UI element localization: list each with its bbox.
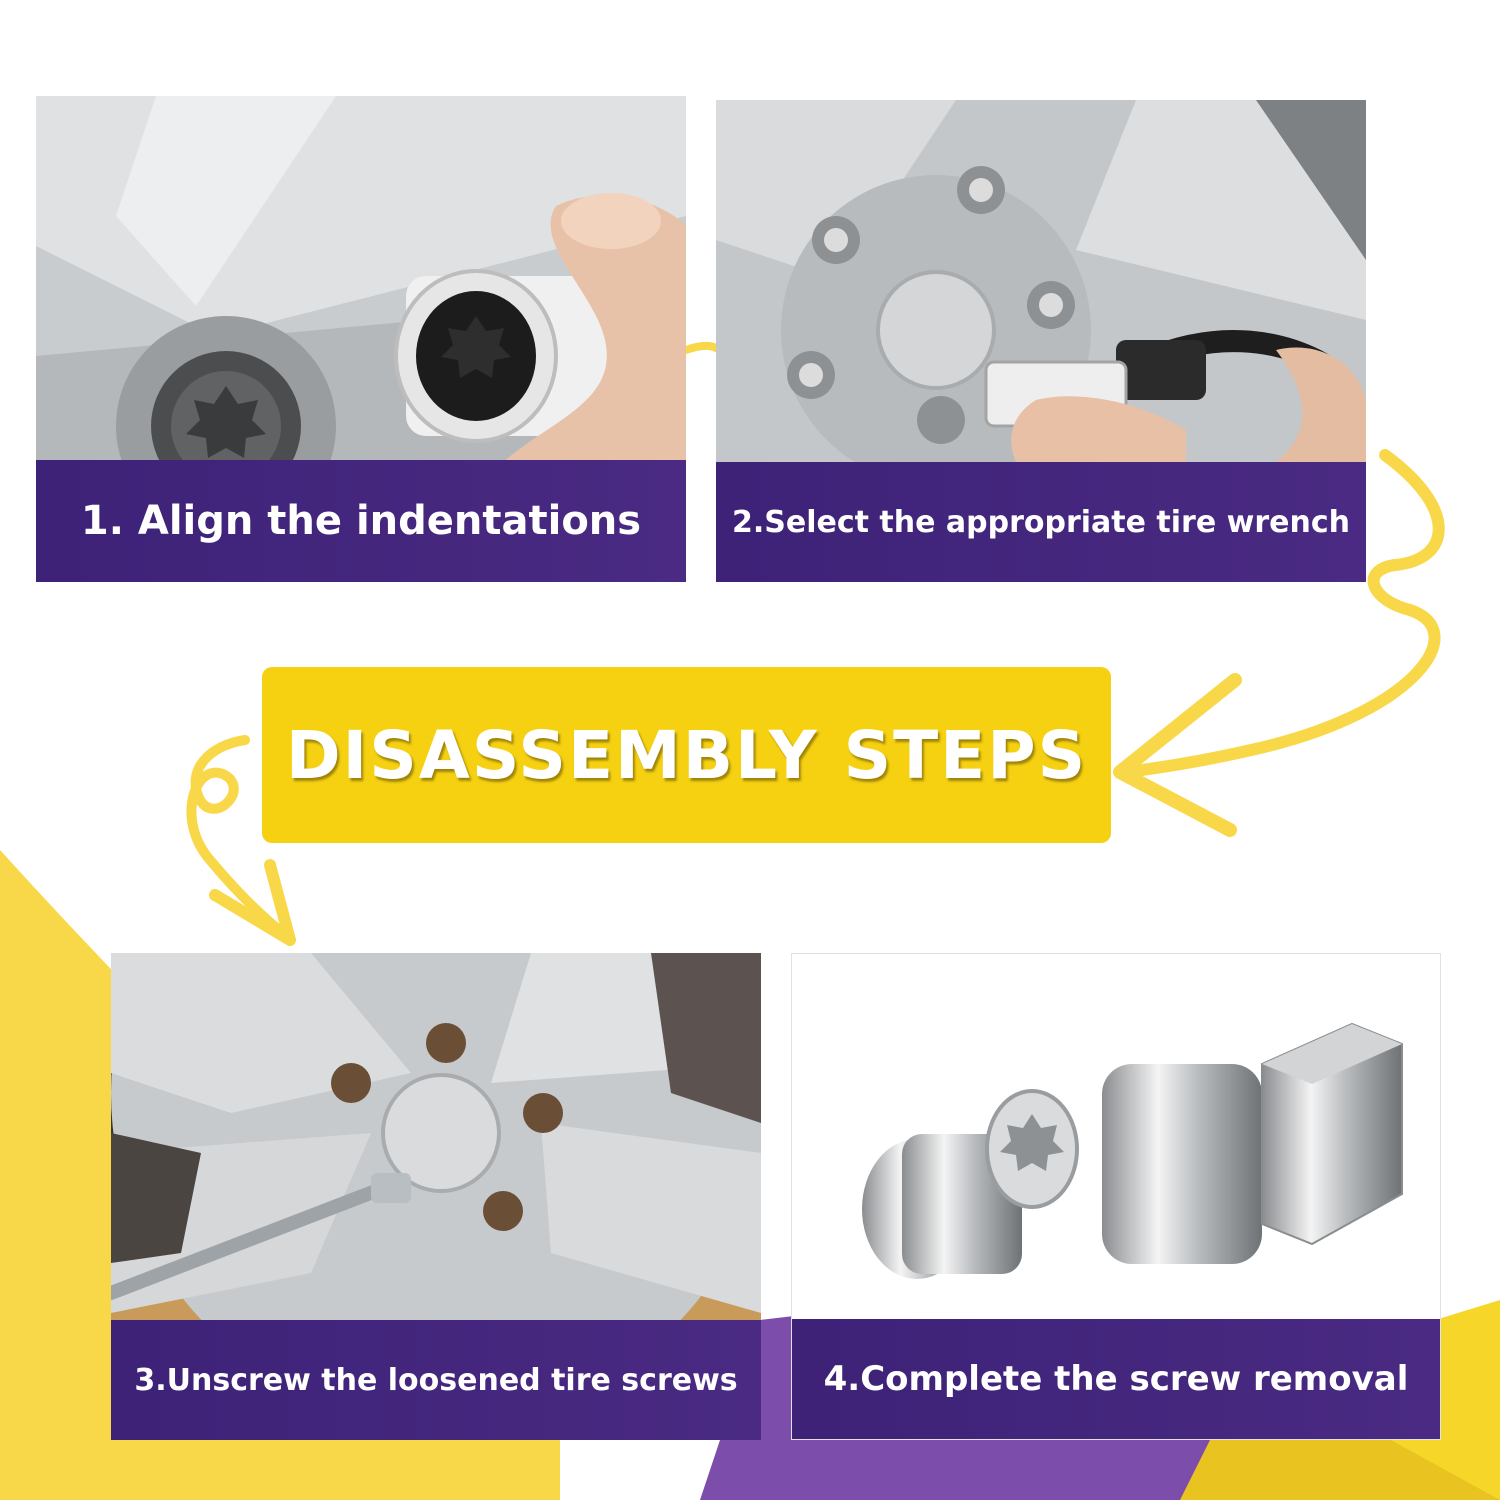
- right-swirl-arrow-icon: [1119, 449, 1445, 778]
- disassembly-steps-banner: DISASSEMBLY STEPS: [262, 667, 1111, 843]
- align-indentations-photo: [36, 96, 686, 460]
- step-2-caption-text: 2.Select the appropriate tire wrench: [731, 504, 1350, 540]
- banner-title: DISASSEMBLY STEPS: [285, 716, 1088, 794]
- select-wrench-photo: [716, 100, 1366, 462]
- screw-removal-photo: [792, 954, 1440, 1321]
- step-card-3: 3.Unscrew the loosened tire screws: [111, 953, 761, 1440]
- step-card-4: 4.Complete the screw removal: [791, 953, 1441, 1440]
- step-card-2: 2.Select the appropriate tire wrench: [716, 100, 1366, 582]
- step-1-caption-text: 1. Align the indentations: [80, 498, 642, 544]
- step-1-caption: 1. Align the indentations: [36, 460, 686, 582]
- step-card-1: 1. Align the indentations: [36, 96, 686, 582]
- step-3-caption: 3.Unscrew the loosened tire screws: [111, 1320, 761, 1440]
- step-3-caption-text: 3.Unscrew the loosened tire screws: [134, 1362, 738, 1398]
- step-4-caption: 4.Complete the screw removal: [792, 1319, 1440, 1439]
- unscrew-screws-photo: [111, 953, 761, 1320]
- left-swirl-arrow-icon: [186, 735, 290, 940]
- step-2-caption: 2.Select the appropriate tire wrench: [716, 462, 1366, 582]
- step-4-caption-text: 4.Complete the screw removal: [823, 1359, 1409, 1399]
